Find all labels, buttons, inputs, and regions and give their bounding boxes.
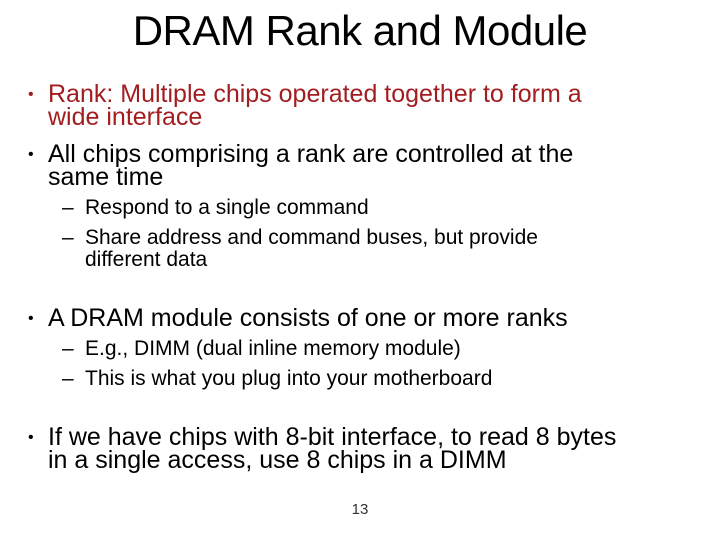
bullet-dot-marker: •: [28, 310, 34, 327]
bullet-text: Respond to a single command: [85, 196, 369, 219]
bullet-item-level-1: • If we have chips with 8-bit interface, …: [28, 423, 694, 474]
bullet-item-level-1: • Rank: Multiple chips operated together …: [28, 80, 694, 131]
bullet-item-level-2: –This is what you plug into your motherb…: [28, 368, 694, 390]
bullet-text: E.g., DIMM (dual inline memory module): [85, 337, 461, 360]
page-number: 13: [351, 501, 369, 518]
bullet-item-level-2: –Share address and command buses, but pr…: [28, 227, 694, 271]
bullet-text: This is what you plug into your motherbo…: [85, 367, 493, 390]
bullet-dot-marker: •: [28, 429, 34, 446]
bullet-item-level-2: –Respond to a single command: [28, 197, 694, 219]
bullet-dot-marker: •: [28, 146, 34, 163]
bullet-text: A DRAM module consists of one or more ra…: [48, 304, 568, 332]
bullet-dash-marker: –: [62, 367, 74, 390]
bullet-list: • Rank: Multiple chips operated together …: [0, 55, 720, 474]
slide-title: DRAM Rank and Module: [132, 7, 588, 54]
bullet-text: Share address and command buses, but pro…: [85, 226, 538, 271]
bullet-item-level-1: • All chips comprising a rank are control…: [28, 140, 694, 191]
bullet-dash-marker: –: [62, 196, 74, 219]
bullet-text: If we have chips with 8-bit interface, t…: [48, 423, 617, 474]
bullet-item-level-1: • A DRAM module consists of one or more r…: [28, 304, 694, 332]
bullet-dash-marker: –: [62, 337, 74, 360]
bullet-dot-marker: •: [28, 86, 34, 103]
bullet-item-level-2: –E.g., DIMM (dual inline memory module): [28, 338, 694, 360]
bullet-text: Rank: Multiple chips operated together t…: [48, 80, 582, 131]
bullet-text: All chips comprising a rank are controll…: [48, 140, 574, 191]
bullet-dash-marker: –: [62, 226, 74, 249]
